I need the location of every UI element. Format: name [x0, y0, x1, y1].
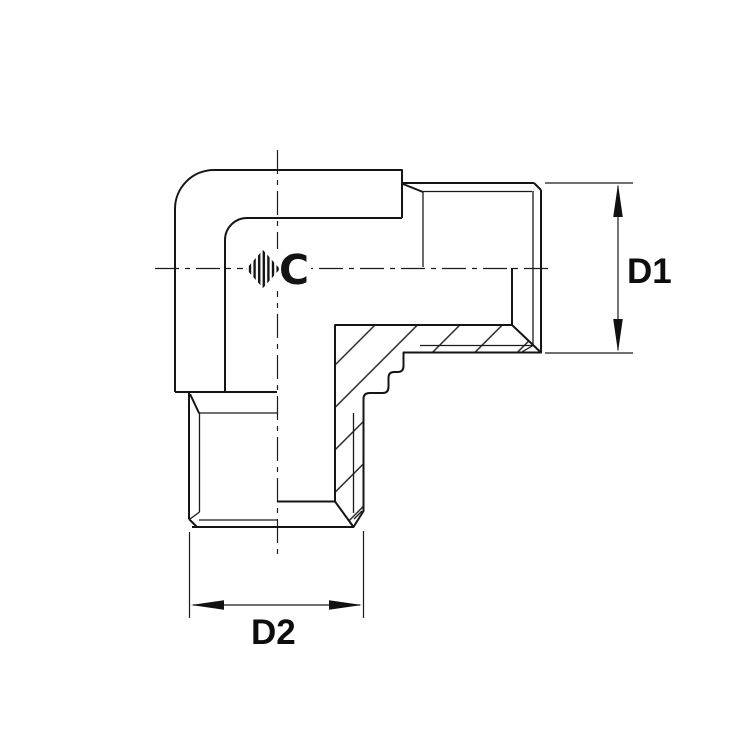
fitting-outline [174, 169, 542, 528]
bottom-port-lead-chamfer [189, 393, 200, 414]
dimension-d2: D2 [188, 531, 365, 652]
d2-label: D2 [251, 613, 296, 652]
d1-arrow-up-icon [613, 184, 623, 217]
d2-arrow-left-icon [191, 600, 224, 610]
centerlines [155, 150, 553, 560]
logo-letter: C [279, 246, 309, 294]
body-outer-edge [174, 169, 403, 392]
right-port-lead-chamfer [402, 183, 424, 193]
d1-arrow-down-icon [613, 319, 623, 352]
thread-detail-lines [189, 190, 534, 521]
bottom-port-cone-inner [353, 510, 363, 520]
d1-label: D1 [627, 252, 672, 291]
logo-diamond-icon [246, 250, 280, 288]
brand-logo: C [243, 246, 311, 294]
right-port-cone-inner [520, 344, 534, 354]
d2-arrow-right-icon [329, 600, 362, 610]
body-inner-edge [224, 217, 402, 392]
section-hatch [334, 324, 542, 528]
bottom-port-end-chamfer [188, 518, 198, 528]
right-port-end-chamfer [533, 182, 542, 191]
bottom-port-crest-chamfer [189, 511, 200, 520]
dimension-d1: D1 [545, 182, 672, 354]
